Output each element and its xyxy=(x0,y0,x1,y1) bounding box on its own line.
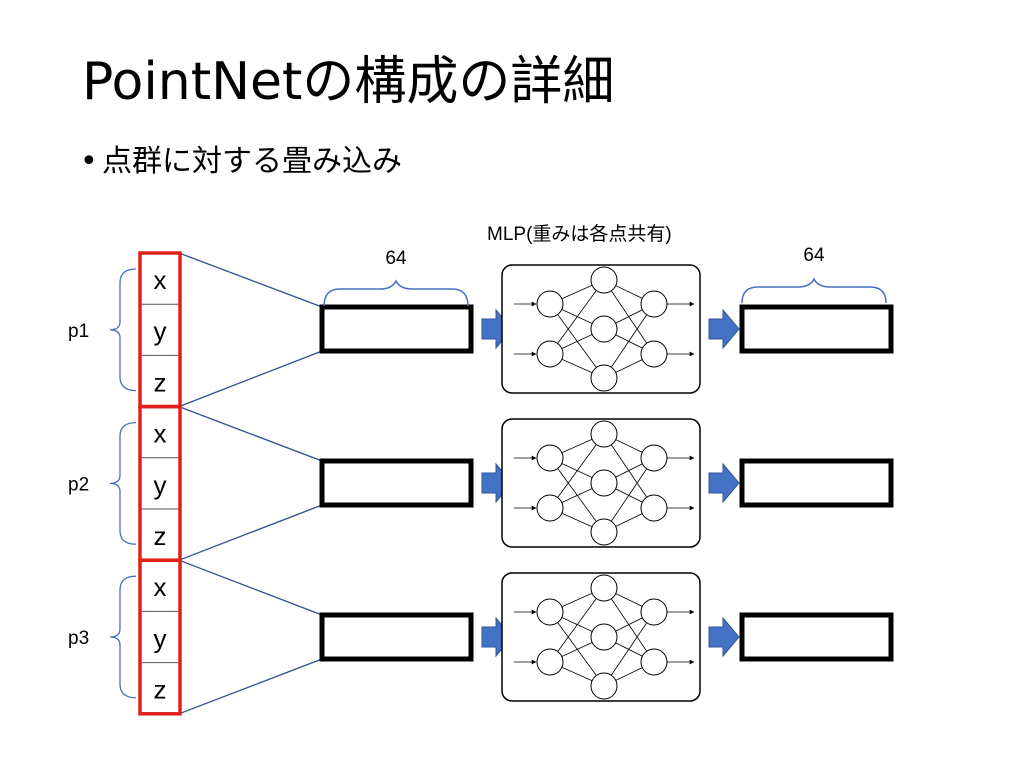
mlp-edge xyxy=(549,611,605,687)
mlp-neuron xyxy=(536,444,564,472)
mlp-neuron xyxy=(640,290,668,318)
mlp-neuron xyxy=(590,469,618,497)
mlp-edge xyxy=(549,587,605,663)
mlp-edge xyxy=(603,457,655,533)
coordinate-cell-x: x xyxy=(154,572,167,602)
mlp-neuron xyxy=(590,574,618,602)
connector-line xyxy=(178,658,323,715)
input-dim-brace xyxy=(323,279,469,307)
coordinate-cell-y: y xyxy=(154,623,167,653)
mlp-neuron xyxy=(590,364,618,392)
output-dim-label: 64 xyxy=(803,245,825,266)
mlp-neuron xyxy=(536,494,564,522)
coordinate-cell-y: y xyxy=(154,316,167,346)
input-feature-box xyxy=(319,304,474,354)
mlp-neuron xyxy=(590,266,618,294)
point-highlight xyxy=(138,558,182,716)
mlp-edge xyxy=(549,303,605,379)
input-feature-box xyxy=(319,458,474,508)
output-dim-brace xyxy=(741,277,887,304)
point-brace xyxy=(109,575,137,699)
mlp-neuron xyxy=(590,623,618,651)
connector-line xyxy=(178,350,323,408)
point-label: p1 xyxy=(68,321,89,342)
mlp-neuron xyxy=(590,672,618,700)
mlp-edge xyxy=(603,279,655,355)
coordinate-cell-x: x xyxy=(154,419,167,449)
bullet-dot: • xyxy=(80,144,98,179)
connector-line xyxy=(178,405,323,462)
dimension-labels: MLP(重みは各点共有) 64 64 xyxy=(323,223,887,307)
mlp-neuron xyxy=(536,290,564,318)
mlp-neuron xyxy=(640,648,668,676)
connector-line xyxy=(178,559,323,616)
output-feature-box xyxy=(739,612,894,662)
connector-lines xyxy=(178,252,323,715)
coordinate-cell-z: z xyxy=(154,521,167,551)
mlp-rows xyxy=(319,264,894,702)
mlp-output-arrow xyxy=(708,308,740,350)
point-labels: p1 p2 p3 xyxy=(68,321,89,649)
mlp-neuron xyxy=(590,518,618,546)
mlp-edge xyxy=(549,433,605,509)
mlp-edge xyxy=(603,587,655,663)
coordinate-cell-x: x xyxy=(154,265,167,295)
input-dim-label: 64 xyxy=(385,248,407,269)
mlp-edge xyxy=(603,611,655,687)
coordinate-cell-z: z xyxy=(154,367,167,397)
mlp-neuron xyxy=(590,420,618,448)
mlp-neuron xyxy=(640,494,668,522)
mlp-edge xyxy=(549,457,605,533)
connector-line xyxy=(178,504,323,561)
coordinate-cell-z: z xyxy=(154,675,167,705)
mlp-neuron xyxy=(590,315,618,343)
output-feature-box xyxy=(739,458,894,508)
bullet-text: 点群に対する畳み込み xyxy=(102,144,402,179)
point-label: p2 xyxy=(68,474,89,495)
point-brace xyxy=(109,421,137,545)
mlp-edge xyxy=(603,433,655,509)
mlp-neuron xyxy=(536,340,564,368)
input-feature-box xyxy=(319,612,474,662)
mlp-neuron xyxy=(640,598,668,626)
connector-line xyxy=(178,252,323,308)
point-label: p3 xyxy=(68,628,89,649)
page-title: PointNetの構成の詳細 xyxy=(82,52,615,112)
mlp-output-arrow xyxy=(708,616,740,658)
point-brace xyxy=(109,268,137,392)
mlp-neuron xyxy=(640,444,668,472)
mlp-label: MLP(重みは各点共有) xyxy=(487,223,672,245)
mlp-output-arrow xyxy=(708,462,740,504)
output-feature-box xyxy=(739,304,894,354)
mlp-neuron xyxy=(536,598,564,626)
coordinate-cell-y: y xyxy=(154,470,167,500)
mlp-edge xyxy=(549,279,605,355)
mlp-neuron xyxy=(640,340,668,368)
mlp-edge xyxy=(603,303,655,379)
mlp-neuron xyxy=(536,648,564,676)
bullet-item: •点群に対する畳み込み xyxy=(80,140,402,184)
point-braces xyxy=(109,268,137,699)
point-highlights xyxy=(138,251,182,716)
